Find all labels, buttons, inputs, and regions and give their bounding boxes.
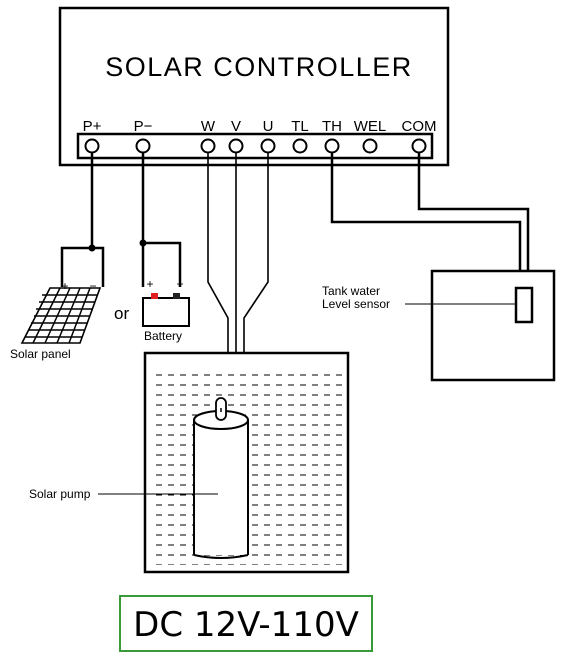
- solar-panel-plus: +: [61, 279, 68, 293]
- terminal-screw-tl: [292, 138, 308, 154]
- battery-plus: +: [146, 277, 153, 291]
- terminal-screw-w: [200, 138, 216, 154]
- terminal-label-v: V: [231, 118, 241, 135]
- voltage-badge-frame: [119, 595, 373, 652]
- terminal-label-p-plus: P+: [83, 118, 102, 135]
- solar-pump: [193, 397, 249, 559]
- terminal-strip: [76, 132, 434, 160]
- terminal-label-u: U: [263, 118, 274, 135]
- terminal-label-w: W: [201, 118, 216, 135]
- tank-sensor-label-line1: Tank water: [322, 284, 380, 298]
- battery-minus: −: [176, 277, 183, 291]
- battery: [142, 293, 190, 327]
- terminal-label-th: TH: [322, 118, 342, 135]
- voltage-badge-text: DC 12V-110V: [133, 605, 359, 645]
- solar-pump-label: Solar pump: [29, 487, 91, 501]
- terminal-screw-th: [324, 138, 340, 154]
- water-tank: [430, 269, 556, 382]
- tank-sensor-label-line2: Level sensor: [322, 297, 390, 311]
- solar-panel: [20, 287, 102, 344]
- or-text: or: [114, 304, 129, 323]
- battery-minus-terminal: [173, 293, 180, 299]
- solar-panel-minus: −: [89, 279, 96, 293]
- terminal-screw-p-minus: [135, 138, 151, 154]
- terminal-label-wel: WEL: [354, 118, 387, 135]
- level-sensor: [514, 286, 534, 324]
- wire-junction: [139, 239, 147, 247]
- terminal-label-com: COM: [402, 118, 437, 135]
- battery-plus-terminal: [151, 293, 158, 299]
- terminal-screw-p-plus: [84, 138, 100, 154]
- battery-label: Battery: [144, 329, 182, 343]
- wire-junction: [88, 244, 96, 252]
- terminal-screw-u: [260, 138, 276, 154]
- wires: [60, 153, 530, 288]
- terminal-label-p-minus: P−: [134, 118, 153, 135]
- solar-panel-label: Solar panel: [10, 347, 71, 361]
- terminal-screw-v: [228, 138, 244, 154]
- terminal-label-tl: TL: [291, 118, 309, 135]
- terminal-screw-wel: [362, 138, 378, 154]
- controller-title: SOLAR CONTROLLER: [105, 52, 413, 82]
- terminal-screw-com: [411, 138, 427, 154]
